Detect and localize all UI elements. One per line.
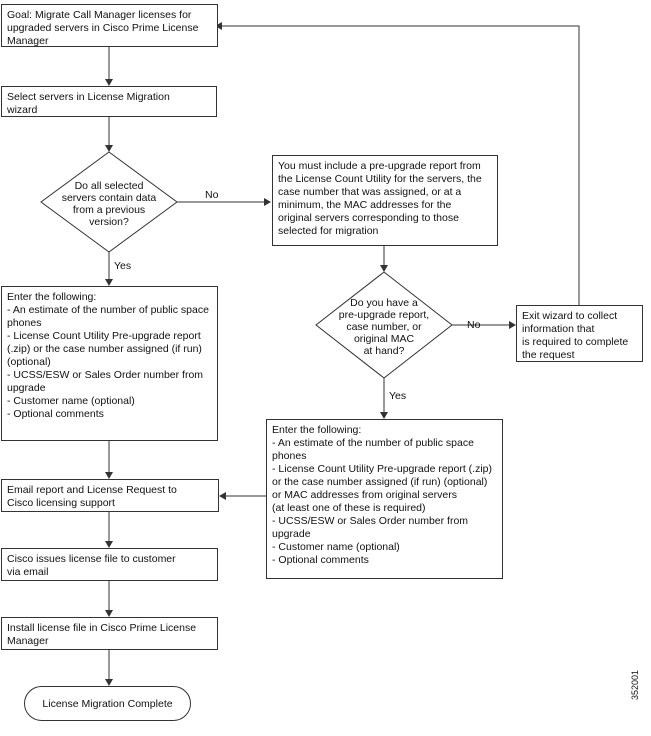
arrowhead bbox=[219, 492, 226, 500]
arrowhead bbox=[105, 145, 113, 152]
arrowhead bbox=[105, 610, 113, 617]
email-report-box: Email report and License Request to Cisc… bbox=[1, 479, 219, 512]
decision-2-text: Do you have a pre-upgrade report, case n… bbox=[338, 297, 430, 357]
arrowhead bbox=[105, 279, 113, 286]
arrowhead bbox=[509, 321, 516, 329]
select-servers-box: Select servers in License Migration wiza… bbox=[1, 86, 217, 117]
arrowhead bbox=[380, 265, 388, 272]
enter-following-right-box: Enter the following: - An estimate of th… bbox=[266, 419, 503, 579]
label-no-2: No bbox=[467, 319, 481, 331]
label-yes-1: Yes bbox=[114, 260, 132, 272]
label-yes-2: Yes bbox=[389, 390, 407, 402]
enter-following-left-box: Enter the following: - An estimate of th… bbox=[1, 286, 218, 441]
label-no-1: No bbox=[205, 189, 219, 201]
arrowhead bbox=[380, 412, 388, 419]
migration-complete-terminal: License Migration Complete bbox=[24, 686, 191, 721]
goal-box: Goal: Migrate Call Manager licenses for … bbox=[1, 4, 218, 47]
decision-1-text: Do all selected servers contain data fro… bbox=[61, 180, 157, 228]
arrowhead bbox=[105, 472, 113, 479]
cisco-issues-box: Cisco issues license file to customer vi… bbox=[1, 548, 218, 581]
arrowhead bbox=[264, 198, 271, 206]
arrowhead bbox=[105, 79, 113, 86]
figure-id: 352001 bbox=[630, 669, 640, 700]
arrow-exit-to-goal bbox=[221, 25, 580, 305]
must-include-box: You must include a pre-upgrade report fr… bbox=[272, 155, 498, 246]
exit-wizard-box: Exit wizard to collect information that … bbox=[516, 305, 643, 362]
arrowhead bbox=[105, 541, 113, 548]
install-license-box: Install license file in Cisco Prime Lice… bbox=[1, 617, 218, 650]
arrowhead bbox=[215, 22, 222, 30]
arrowhead bbox=[105, 679, 113, 686]
